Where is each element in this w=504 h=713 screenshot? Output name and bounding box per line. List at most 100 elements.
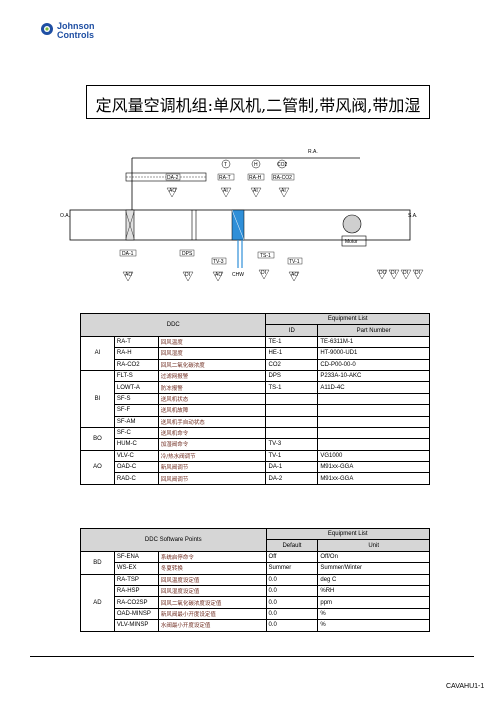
cell-code: OAD-C <box>113 461 159 474</box>
cell-id: TV-1 <box>265 449 319 463</box>
ahu-schematic: R.A. O.A. S.A. CHW Motor T H CO2 DA-2 RA… <box>60 149 424 282</box>
io-type-label: AO <box>125 272 132 278</box>
cell-desc: 送风机命令 <box>157 426 267 440</box>
cell-part <box>317 404 430 417</box>
cell-code: SF-C <box>113 426 159 440</box>
cell-desc: 回风温度设定值 <box>157 573 267 586</box>
brand-line1: Johnson <box>57 21 95 31</box>
io-triangle-icon <box>166 187 178 198</box>
cell-id: CO2 <box>265 358 319 371</box>
cell-def: 0.0 <box>265 573 319 586</box>
title-box: 定风量空调机组:单风机,二管制,带风阀,带加湿 <box>86 85 430 119</box>
cell-part: M91xx-GGA <box>317 472 430 485</box>
io-triangle-icon <box>220 187 232 198</box>
cell-desc: 系统启停命令 <box>157 550 267 564</box>
cell-part <box>317 392 430 406</box>
cell-code: SF-ENA <box>113 550 159 564</box>
cell-def: 0.0 <box>265 584 319 598</box>
io-triangle-icon <box>250 187 262 198</box>
tag-boxes: DA-2 RA-T RA-H RA-CO2 DA-1 DPS TS-1 TV-3… <box>119 173 303 265</box>
cell-part <box>317 415 430 428</box>
cell-def: Off <box>265 550 319 564</box>
cell-id <box>265 392 319 406</box>
t1-sub-id: ID <box>265 324 319 337</box>
cell-desc: 送风机手自动状态 <box>157 415 267 428</box>
cell-desc: 回风湿度 <box>157 347 267 360</box>
io-type-label: DI <box>403 270 408 276</box>
cell-unit: Off/On <box>317 550 430 564</box>
cell-unit: %RH <box>317 584 430 598</box>
cell-desc: 回风湿度设定值 <box>157 584 267 598</box>
io-type-label: AI <box>223 188 228 194</box>
cell-desc: 新风阀调节 <box>157 461 267 474</box>
page-title: 定风量空调机组:单风机,二管制,带风阀,带加湿 <box>95 96 421 115</box>
io-triangle-icon <box>288 271 300 282</box>
cell-desc: 冷/热水阀调节 <box>157 449 267 463</box>
io-type-label: AO <box>291 272 298 278</box>
io-triangle-icon <box>400 269 412 280</box>
t2-header-left: DDC Software Points <box>80 528 267 552</box>
t1-header-right: Equipment List <box>265 312 430 326</box>
cell-desc: 过滤网报警 <box>157 369 267 383</box>
io-triangle-icon <box>278 187 290 198</box>
tag-da1: DA-1 <box>122 251 134 257</box>
cell-id: DPS <box>265 369 319 383</box>
io-triangle-icon <box>258 269 270 280</box>
cell-code: WS-EX <box>113 562 159 575</box>
cell-id <box>265 415 319 428</box>
cell-part <box>317 426 430 440</box>
cell-part: A11D-4C <box>317 381 430 394</box>
cell-id: TE-1 <box>265 335 319 349</box>
motor-label: Motor <box>345 239 358 245</box>
io-triangle-icon <box>182 271 194 282</box>
cell-desc: 冬夏转换 <box>157 562 267 575</box>
cell-part: TE-6311M-1 <box>317 335 430 349</box>
cell-def: 0.0 <box>265 619 319 632</box>
io-triangle-icon <box>212 271 224 282</box>
t1-header-left: DDC <box>79 313 267 337</box>
cell-desc: 回风二氧化碳浓度设定值 <box>157 596 267 609</box>
t2-header-right: Equipment List <box>265 527 431 541</box>
cell-code: RA-H <box>113 347 159 360</box>
cell-desc: 回风阀调节 <box>157 472 267 485</box>
document-code: CAVAHU1-1 <box>446 683 485 690</box>
cell-def: 0.0 <box>265 607 319 621</box>
io-triangle-icon <box>412 269 424 280</box>
group-label: BI <box>80 369 115 428</box>
oa-label: O.A. <box>60 213 70 219</box>
ra-label: R.A. <box>308 149 318 155</box>
cell-desc: 回风温度 <box>157 335 267 349</box>
cell-code: LOWT-A <box>113 381 159 394</box>
io-type-label: DI <box>391 270 396 276</box>
legend-t: T <box>224 162 227 168</box>
group-label: BO <box>80 426 115 451</box>
cell-desc: 送风机状态 <box>157 392 267 406</box>
brand-line2: Controls <box>57 30 94 40</box>
cell-desc: 新风阀最小开度设定值 <box>157 607 267 621</box>
cell-id <box>265 426 319 440</box>
tag-rah: RA-H <box>249 175 262 181</box>
cell-part: HT-9000-UD1 <box>317 347 430 360</box>
io-type-label: DI <box>185 272 190 278</box>
group-label: BD <box>80 550 115 575</box>
tag-dps: DPS <box>182 251 193 257</box>
cell-code: FLT-S <box>113 369 159 383</box>
cell-unit: % <box>317 607 430 621</box>
chw-label: CHW <box>232 272 244 278</box>
cell-id: HE-1 <box>265 347 319 360</box>
cell-desc: 送风机故障 <box>157 404 267 417</box>
legend-h: H <box>254 162 258 168</box>
tag-tv1: TV-1 <box>289 259 300 265</box>
